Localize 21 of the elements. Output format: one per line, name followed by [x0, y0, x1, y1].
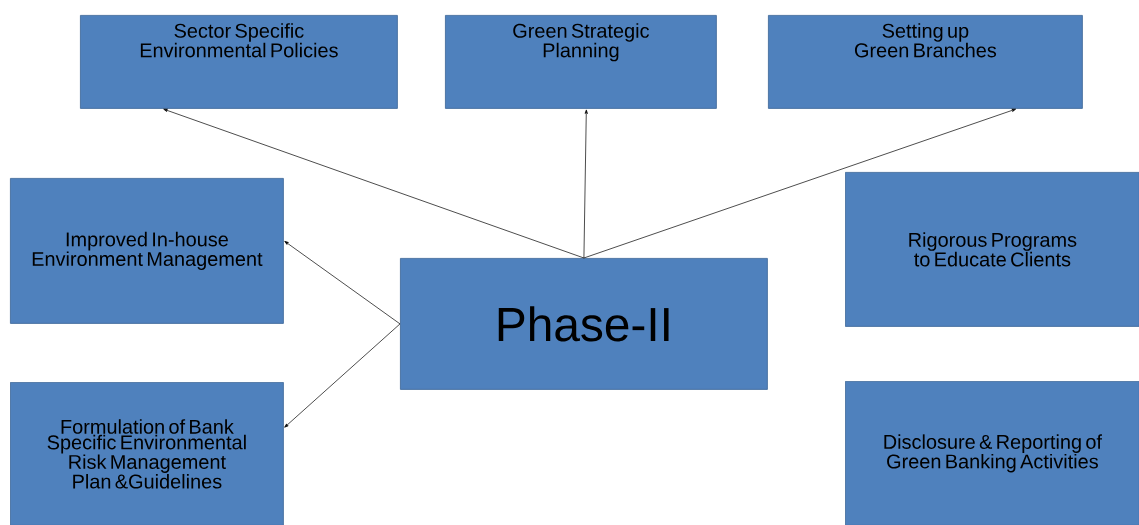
- arrow: [284, 241, 401, 325]
- arrow: [163, 108, 585, 259]
- process-box: [10, 382, 284, 525]
- node-label: Formulation of Bank Specific Environmental Risk Management Plan &Guidelines: [47, 419, 246, 489]
- arrow: [284, 323, 401, 428]
- arrow: [583, 109, 588, 259]
- node-label: Rigorous Programs to Educate Clients: [909, 232, 1077, 267]
- process-box: [80, 15, 398, 109]
- node-label: Green Strategic Planning: [513, 23, 650, 62]
- node-label: Disclosure & Reporting of Green Banking Activities: [884, 434, 1102, 473]
- process-box: [10, 178, 284, 324]
- process-box: [845, 172, 1139, 327]
- node-label: Sector Specific Environmental Policies: [140, 23, 338, 58]
- process-box: [445, 15, 717, 109]
- node-label: Improved In-house Environment Management: [32, 231, 263, 270]
- node-label: Phase-II: [498, 306, 669, 342]
- process-box: [845, 381, 1139, 525]
- arrow: [583, 108, 1016, 259]
- process-box: [768, 15, 1083, 109]
- node-label: Setting up Green Branches: [854, 23, 997, 58]
- phase-box: [400, 258, 768, 390]
